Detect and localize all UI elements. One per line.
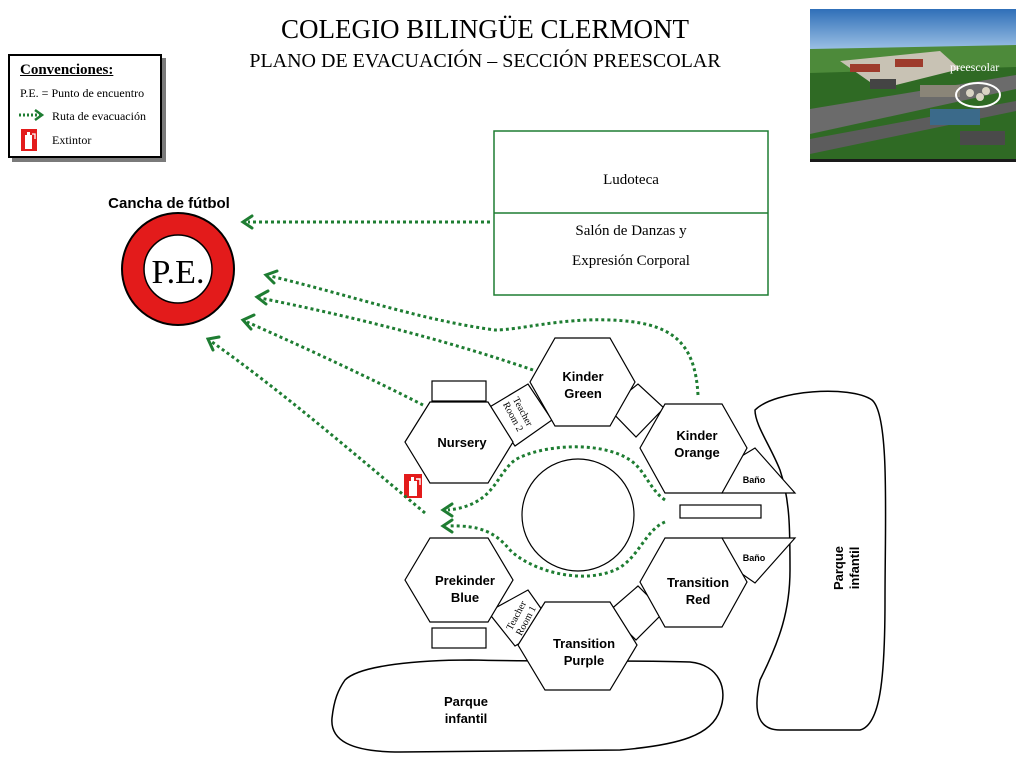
route-arrowhead [240, 214, 254, 230]
bano-label-top: Baño [743, 475, 766, 485]
meeting-point-center [143, 234, 213, 304]
aerial-photo: preescolar [810, 9, 1016, 162]
bano-label-bottom: Baño [743, 553, 766, 563]
route-prekinder [211, 340, 426, 515]
route-kinder-green [259, 296, 534, 372]
field-label: Cancha de fútbol [108, 195, 230, 212]
legend-title: Convenciones: [20, 62, 114, 78]
room-label-kinder-green-2: Green [564, 386, 602, 401]
right-park-label-2: infantil [847, 547, 862, 590]
room-transition-red [639, 537, 748, 628]
page-title: COLEGIO BILINGÜE CLERMONT [281, 14, 689, 44]
room-label-transition-red-2: Red [686, 592, 711, 607]
right-park-label-1: Parque [831, 546, 846, 590]
route-arrowhead [263, 269, 279, 285]
route-arrowhead [440, 518, 454, 534]
room-label-prekinder-blue-1: Prekinder [435, 573, 495, 588]
legend-meeting-point: P.E. = Punto de encuentro [20, 86, 145, 100]
ludoteca-label: Ludoteca [603, 172, 659, 188]
central-courtyard [521, 458, 635, 572]
bottom-park-label-1: Parque [444, 694, 488, 709]
storage-top [431, 380, 487, 402]
room-label-nursery: Nursery [437, 435, 487, 450]
bottom-park-label-2: infantil [445, 711, 488, 726]
route-arrowhead [254, 289, 270, 306]
room-nursery [404, 401, 514, 484]
room-label-kinder-orange-1: Kinder [676, 428, 717, 443]
legend-box: Convenciones: P.E. = Punto de encuentro … [8, 54, 162, 158]
room-kinder-orange [639, 403, 748, 494]
room-label-kinder-orange-2: Orange [674, 445, 720, 460]
room-label-transition-purple-2: Purple [564, 653, 604, 668]
room-kinder-green [529, 337, 636, 427]
room-label-transition-red-1: Transition [667, 575, 729, 590]
dance-room-label-1: Salón de Danzas y [575, 223, 687, 239]
legend-extinguisher: Extintor [52, 133, 92, 147]
room-label-prekinder-blue-2: Blue [451, 590, 479, 605]
room-transition-purple [517, 601, 638, 691]
room-prekinder-blue [404, 537, 514, 623]
fire-extinguisher-icon [404, 474, 422, 498]
meeting-point-label: P.E. [152, 254, 205, 291]
route-arrowhead [205, 335, 221, 352]
fire-extinguisher-icon [21, 129, 37, 151]
route-kinder-orange [269, 274, 700, 396]
corridor-bar [679, 504, 762, 519]
route-arrowhead [440, 502, 454, 518]
route-arrow-icon [19, 108, 45, 122]
dance-room-label-2: Expresión Corporal [572, 253, 690, 269]
route-nursery [246, 320, 424, 407]
storage-bottom [431, 627, 487, 649]
room-label-kinder-green-1: Kinder [562, 369, 603, 384]
route-inner-lower [447, 520, 666, 578]
route-inner-upper [447, 445, 666, 512]
legend-route: Ruta de evacuación [52, 109, 146, 123]
route-arrowhead [240, 313, 256, 331]
room-label-transition-purple-1: Transition [553, 636, 615, 651]
bottom-park-outline [331, 659, 724, 753]
page-subtitle: PLANO DE EVACUACIÓN – SECCIÓN PREESCOLAR [249, 50, 721, 72]
right-park-outline [754, 390, 887, 731]
photo-label: preescolar [950, 60, 999, 74]
